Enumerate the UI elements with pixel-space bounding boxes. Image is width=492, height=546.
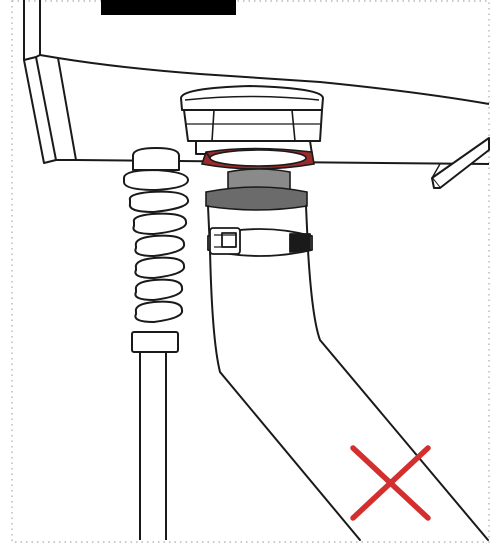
drain-fitting xyxy=(180,85,324,155)
cross-mark xyxy=(350,445,431,521)
hose-clamp xyxy=(207,227,313,257)
red-washer xyxy=(200,147,315,170)
spring-guard-pipe xyxy=(123,147,190,540)
dotted-border xyxy=(11,0,490,543)
label-patch xyxy=(101,0,236,15)
hose-cuff xyxy=(205,168,308,211)
